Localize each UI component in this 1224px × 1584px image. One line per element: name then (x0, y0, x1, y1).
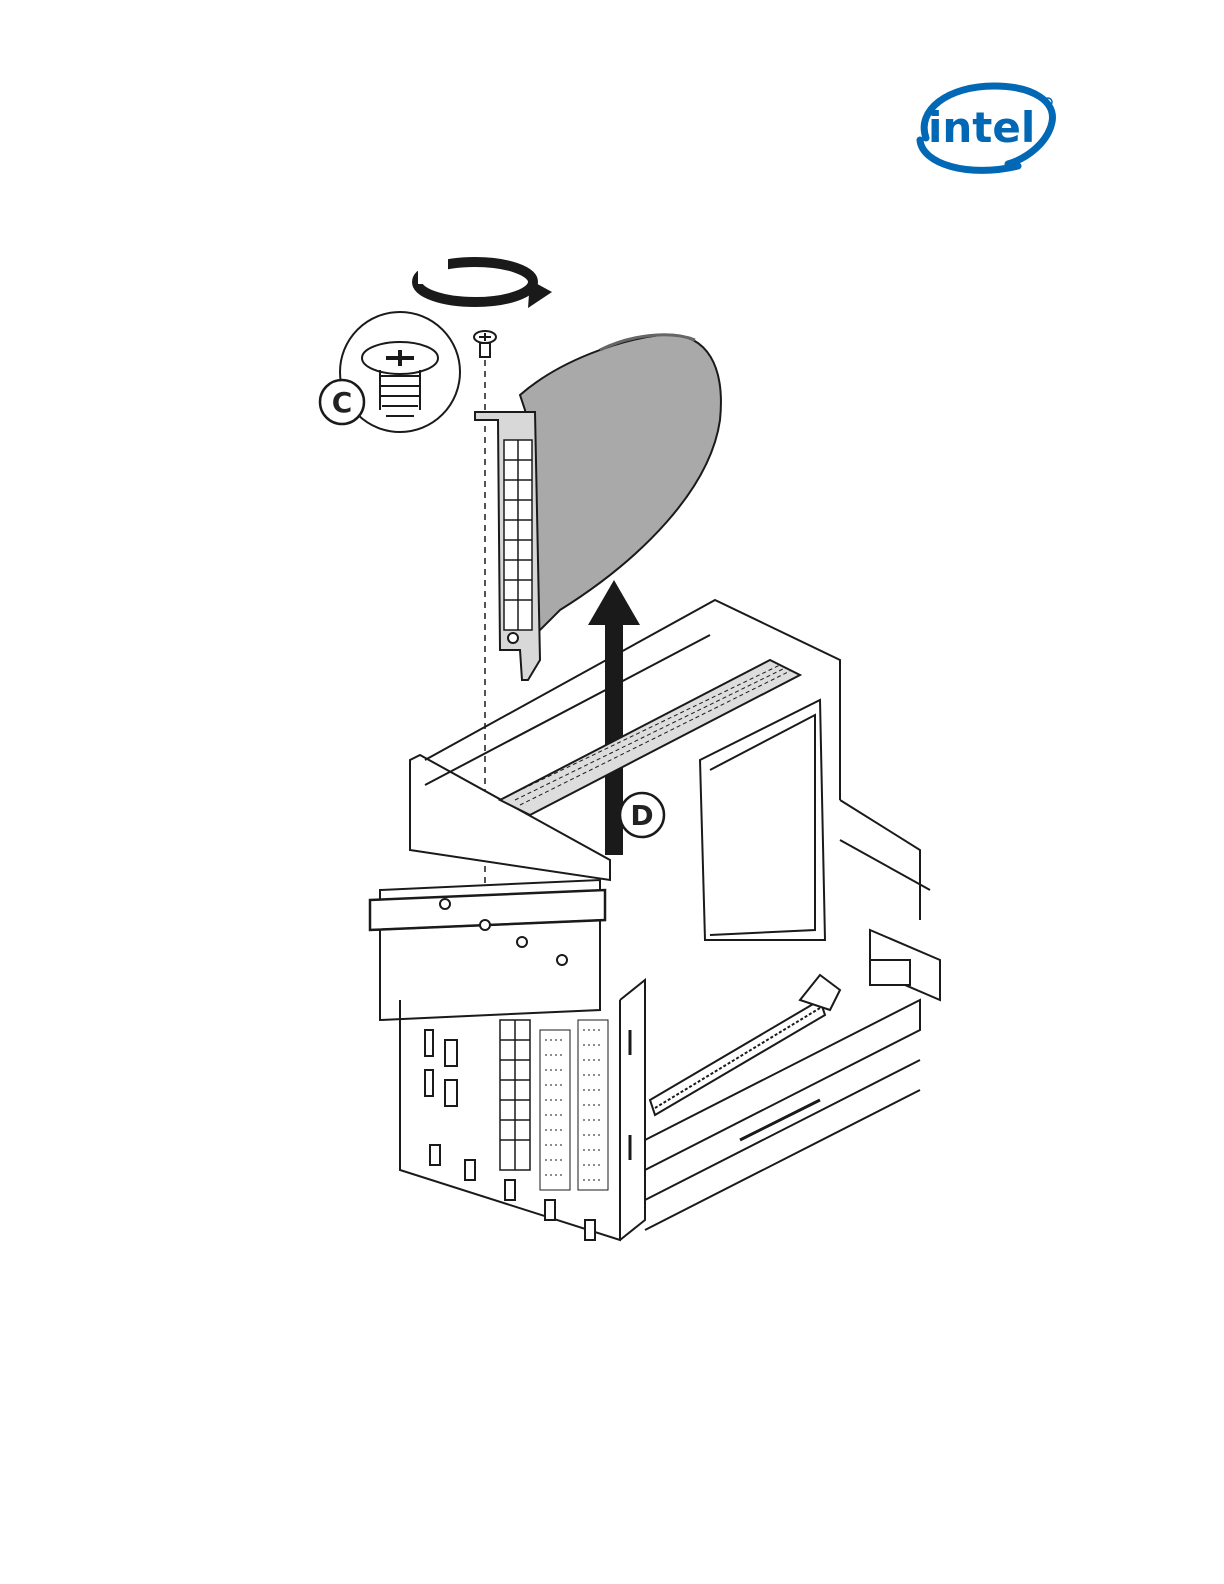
chassis-front-panel (370, 880, 645, 1240)
intel-logo: intel (908, 80, 1058, 176)
callout-d-label: D (630, 799, 653, 832)
bracket-vent-grid (504, 440, 532, 630)
perforated-slot-covers (540, 1020, 608, 1190)
callout-c: C (320, 380, 364, 424)
callout-c-label: C (332, 386, 353, 419)
riser-card-removal-illustration: C D (300, 240, 960, 1260)
callout-d: D (620, 793, 664, 837)
slot-vent-grid (500, 1020, 530, 1170)
pcie-slot (650, 975, 840, 1115)
riser-card (475, 335, 721, 680)
rotate-arrow-icon (417, 254, 552, 308)
logo-wordmark: intel (928, 103, 1035, 152)
screw-icon (474, 331, 496, 357)
